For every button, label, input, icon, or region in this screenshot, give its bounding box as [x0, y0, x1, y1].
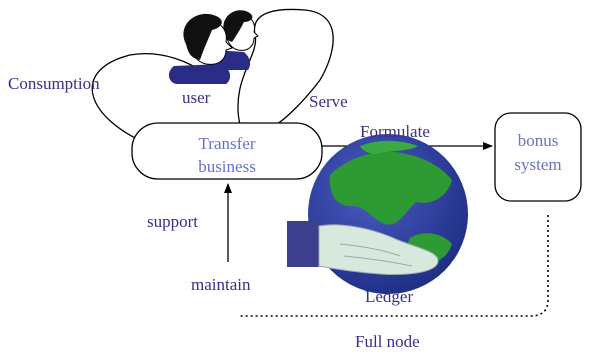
- ledger-label: Ledger: [365, 287, 413, 306]
- transfer-business-box: [131, 122, 323, 180]
- serve-loop: [237, 8, 334, 126]
- full-node-label: Full node: [355, 332, 420, 351]
- serve-label: Serve: [309, 92, 348, 111]
- transfer-business-label-line1: Transfer: [199, 134, 256, 153]
- support-label: support: [147, 212, 198, 231]
- bonus-system-label-line1: bonus: [518, 131, 559, 150]
- globe-in-hand-icon: [287, 134, 468, 294]
- two-people-icon: [168, 10, 259, 84]
- bonus-system-label-line2: system: [514, 155, 561, 174]
- user-label: user: [182, 88, 211, 107]
- full-node-dotted-line: [240, 215, 549, 317]
- maintain-label: maintain: [191, 275, 251, 294]
- consumption-label: Consumption: [8, 74, 100, 93]
- formulate-label: Formulate: [360, 122, 430, 141]
- consumption-loop: [91, 53, 211, 146]
- transfer-business-label-line2: business: [198, 157, 256, 176]
- bonus-system-box: [494, 112, 582, 202]
